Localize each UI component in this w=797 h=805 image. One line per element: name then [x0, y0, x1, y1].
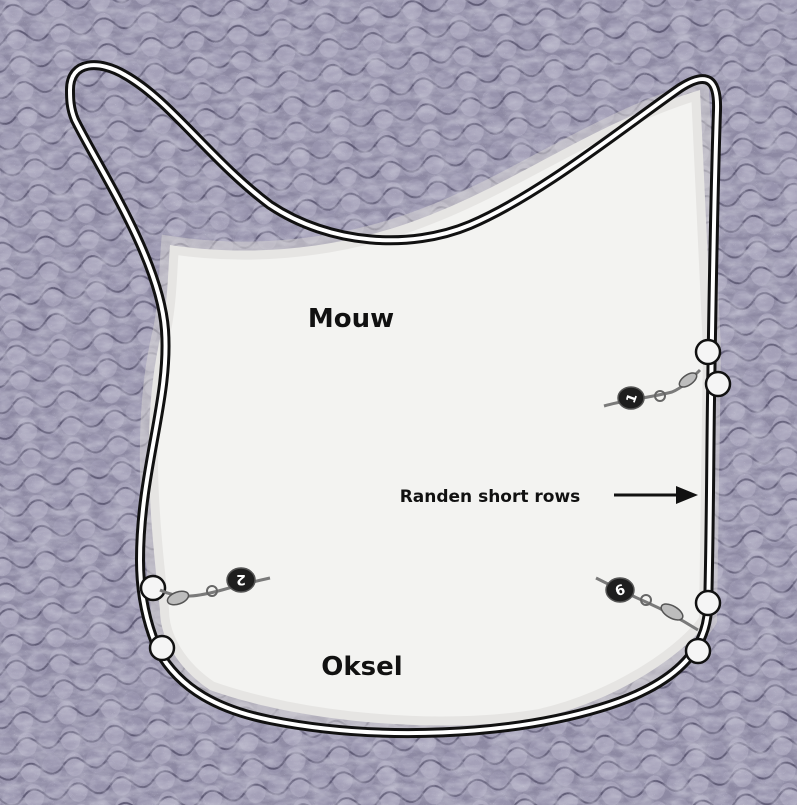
label-sleeve: Mouw	[308, 304, 394, 334]
marker-circle	[686, 639, 710, 663]
marker-circle	[141, 576, 165, 600]
label-short-rows: Randen short rows	[400, 487, 581, 507]
marker-circle	[696, 591, 720, 615]
marker-circle	[150, 636, 174, 660]
marker-circle	[696, 340, 720, 364]
label-armpit: Oksel	[321, 652, 402, 682]
marker-circle	[706, 372, 730, 396]
bead-number: 2	[236, 571, 246, 587]
